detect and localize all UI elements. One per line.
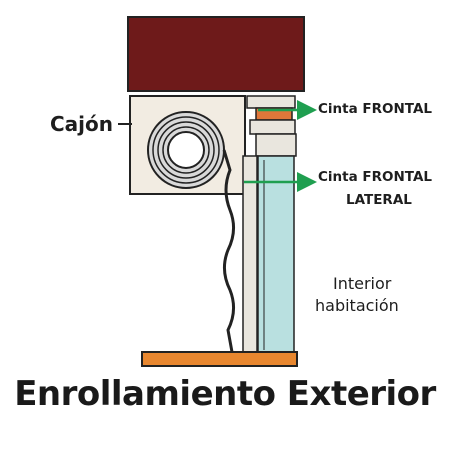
window-sill — [141, 351, 298, 367]
shutter-roll-icon — [147, 111, 225, 189]
label-cinta-frontal-lateral-line1: Cinta FRONTAL — [318, 169, 433, 185]
label-interior-line1: Interior — [333, 274, 392, 293]
frame-post — [242, 155, 258, 355]
shutter-strap — [222, 149, 235, 353]
label-cinta-frontal: Cinta FRONTAL — [318, 101, 433, 117]
label-interior-line2: habitación — [315, 296, 399, 315]
lintel-block — [127, 16, 305, 92]
page-title: Enrollamiento Exterior — [14, 374, 436, 414]
window-glass — [257, 155, 295, 355]
label-cinta-frontal-lateral-line2: LATERAL — [346, 192, 412, 208]
frame-upper — [246, 95, 296, 109]
label-cajon: Cajón — [50, 112, 114, 136]
frame-middle — [249, 119, 296, 135]
frame-lower — [255, 133, 297, 157]
